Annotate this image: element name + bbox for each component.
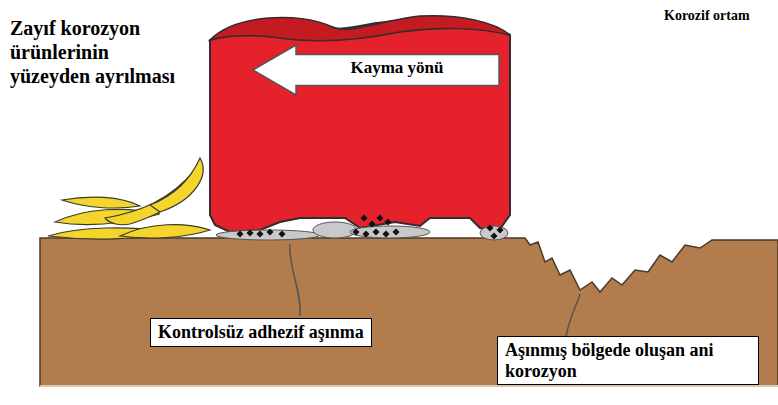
particle [490, 232, 497, 239]
particle [266, 228, 273, 235]
base-metal [40, 238, 778, 386]
leader-line [290, 244, 300, 316]
particle [382, 230, 389, 237]
node-text: Kontrolsüz adhezif aşınma [158, 322, 364, 343]
node-text: Aşınmış bölgede oluşan ani korozyon [505, 340, 751, 381]
sliding-block [210, 20, 510, 232]
node-text: Kayma yönü [252, 44, 500, 78]
particle [486, 224, 493, 231]
adhesion-particles [236, 214, 503, 239]
arrow-outline [253, 45, 499, 95]
block-curl [210, 16, 510, 41]
environment-label: Korozif ortam [664, 8, 750, 25]
particle [376, 214, 383, 221]
particle [246, 229, 253, 236]
particle [392, 228, 399, 235]
wear-debris [216, 222, 508, 240]
particle [236, 230, 243, 237]
particle [362, 230, 369, 237]
particle [278, 230, 285, 237]
note-label: Zayıf korozyon ürünlerinin yüzeyden ayrı… [10, 16, 186, 88]
particle [256, 230, 263, 237]
particle [372, 228, 379, 235]
particle [352, 228, 359, 235]
particle [360, 214, 367, 221]
corrosion-flakes [48, 158, 210, 239]
particle [368, 220, 375, 227]
leader-line [566, 294, 580, 336]
callout-box: Aşınmış bölgede oluşan ani korozyon [497, 336, 759, 385]
particle [496, 226, 503, 233]
particle [384, 218, 391, 225]
direction-arrow: Kayma yönü [252, 44, 500, 96]
callout-box: Kontrolsüz adhezif aşınma [150, 318, 372, 347]
